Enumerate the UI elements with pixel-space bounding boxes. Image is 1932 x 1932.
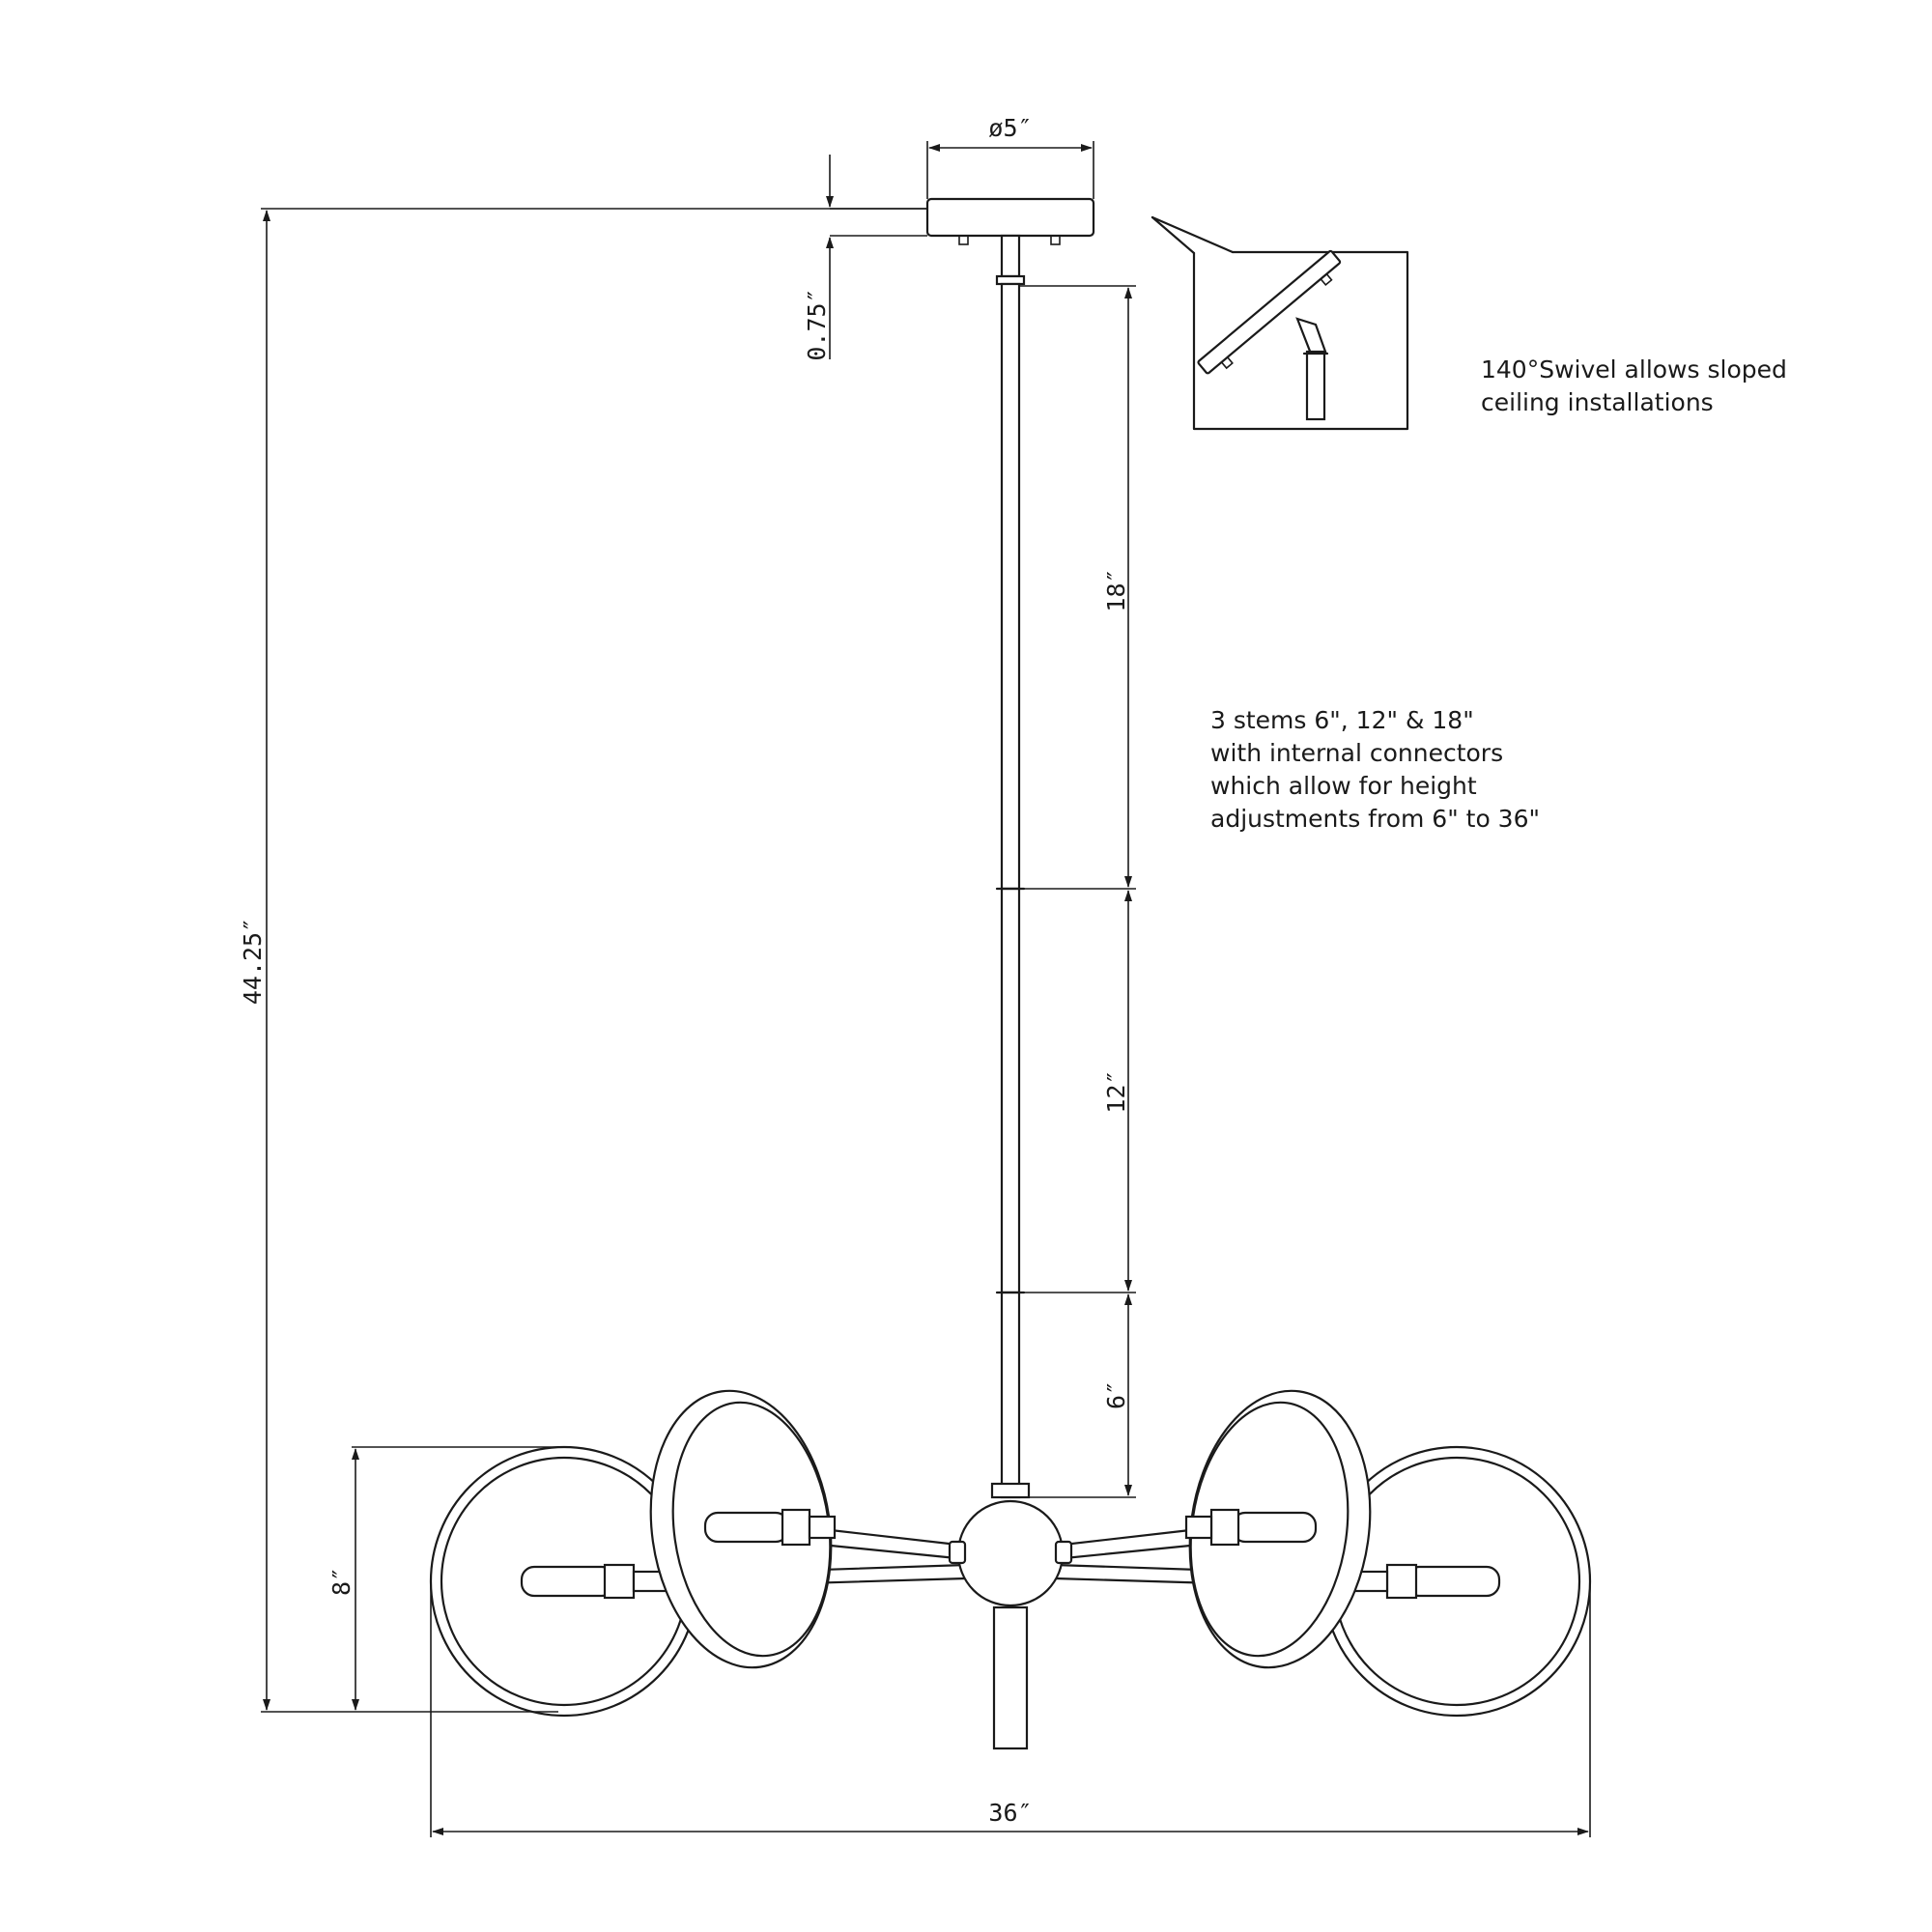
dim-shade-height: 8″ [327,1446,564,1711]
stem-6-label: 6″ [1102,1380,1130,1409]
hub [948,1499,1073,1607]
shade-left-inner [649,1389,837,1669]
shade-right-inner [1184,1389,1372,1669]
swivel-note-line-2: ceiling installations [1481,388,1714,416]
stems-note-line-2: with internal connectors [1210,739,1504,767]
dim-stem-6: 6″ [1029,1293,1136,1498]
stems-note-line-3: which allow for height [1210,772,1477,800]
stem-18-label: 18″ [1102,568,1130,611]
canopy-diameter-label: ø5″ [988,114,1032,142]
dim-stem-12: 12″ [1019,890,1136,1293]
swivel-note: 140°Swivel allows sloped ceiling install… [1481,354,1787,419]
shade-right-outer [1321,1445,1592,1718]
dim-overall-width: 36″ [430,1584,1591,1837]
canopy-height-label: 0.75″ [803,288,831,360]
stem [990,282,1031,1499]
swivel-detail [1151,215,1409,431]
overall-height-label: 44.25″ [239,918,267,1005]
stems-note-line-1: 3 stems 6", 12" & 18" [1210,706,1474,734]
dim-stem-18: 18″ [1019,285,1136,890]
canopy [925,197,1095,286]
overall-width-label: 36″ [988,1799,1032,1827]
stems-note-line-4: adjustments from 6" to 36" [1210,805,1540,833]
swivel-note-line-1: 140°Swivel allows sloped [1481,355,1787,384]
dim-overall-height: 44.25″ [239,208,927,1713]
shade-height-label: 8″ [327,1567,355,1596]
stems-note: 3 stems 6", 12" & 18" with internal conn… [1210,704,1540,836]
shade-left-outer [429,1445,699,1718]
dim-canopy-height: 0.75″ [803,155,927,361]
stem-12-label: 12″ [1102,1069,1130,1113]
dim-canopy-diameter: ø5″ [926,114,1094,199]
